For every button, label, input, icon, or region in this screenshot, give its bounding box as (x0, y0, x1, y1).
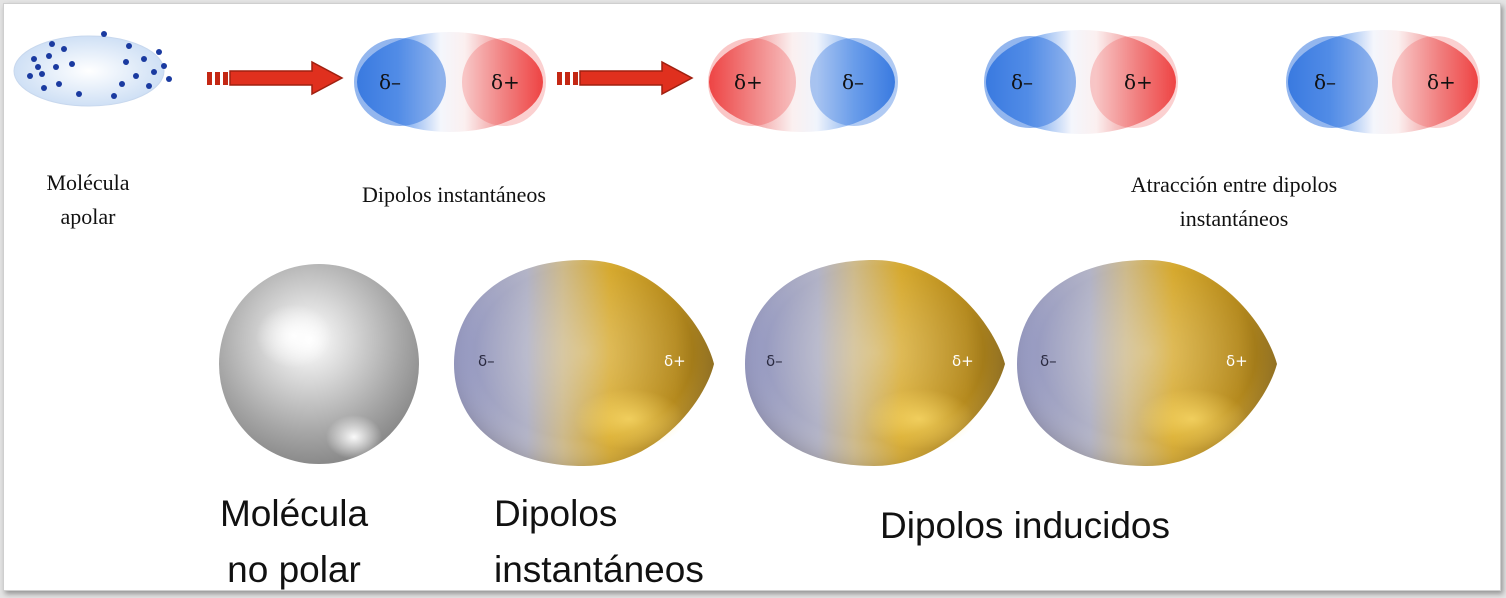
diagram-frame: δ– δ+ δ+ δ– δ– δ+ δ– δ+ Molécula apolar … (3, 3, 1501, 591)
dipole-4-left-charge: δ– (1314, 70, 1337, 94)
dipole-2-right-charge: δ– (842, 70, 865, 94)
egg-2-right-charge: δ+ (952, 352, 974, 370)
label-atraccion-dipolos: Atracción entre dipolos instantáneos (1130, 172, 1338, 231)
label-molecula-apolar: Molécula apolar (46, 170, 130, 229)
egg-3 (1017, 260, 1277, 466)
dipole-1-right-charge: δ+ (491, 70, 520, 94)
diagram-canvas (13, 30, 1480, 466)
nonpolar-sphere (219, 264, 419, 464)
label-dipolos-instantaneos-top: Dipolos instantáneos (362, 182, 546, 207)
egg-2 (745, 260, 1005, 466)
dipole-3-left-charge: δ– (1011, 70, 1034, 94)
label-dipolos-instantaneos-bottom: Dipolos instantáneos (494, 493, 704, 590)
dipole-4 (1286, 30, 1480, 134)
egg-3-right-charge: δ+ (1226, 352, 1248, 370)
label-dipolos-inducidos: Dipolos inducidos (880, 505, 1171, 546)
dipole-3 (984, 30, 1178, 134)
dipole-4-right-charge: δ+ (1427, 70, 1456, 94)
dipole-2-left-charge: δ+ (734, 70, 763, 94)
dipole-3-right-charge: δ+ (1124, 70, 1153, 94)
electron-dots (27, 31, 172, 99)
egg-1 (454, 260, 714, 466)
egg-3-left-charge: δ– (1040, 352, 1057, 370)
dipole-1-left-charge: δ– (379, 70, 402, 94)
apolar-molecule (13, 31, 172, 107)
dipole-1 (354, 32, 546, 132)
arrow-2 (557, 60, 694, 96)
egg-1-right-charge: δ+ (664, 352, 686, 370)
dipole-2 (708, 32, 898, 132)
egg-1-left-charge: δ– (478, 352, 495, 370)
arrow-1 (207, 60, 344, 96)
label-molecula-no-polar: Molécula no polar (219, 493, 369, 590)
egg-2-left-charge: δ– (766, 352, 783, 370)
